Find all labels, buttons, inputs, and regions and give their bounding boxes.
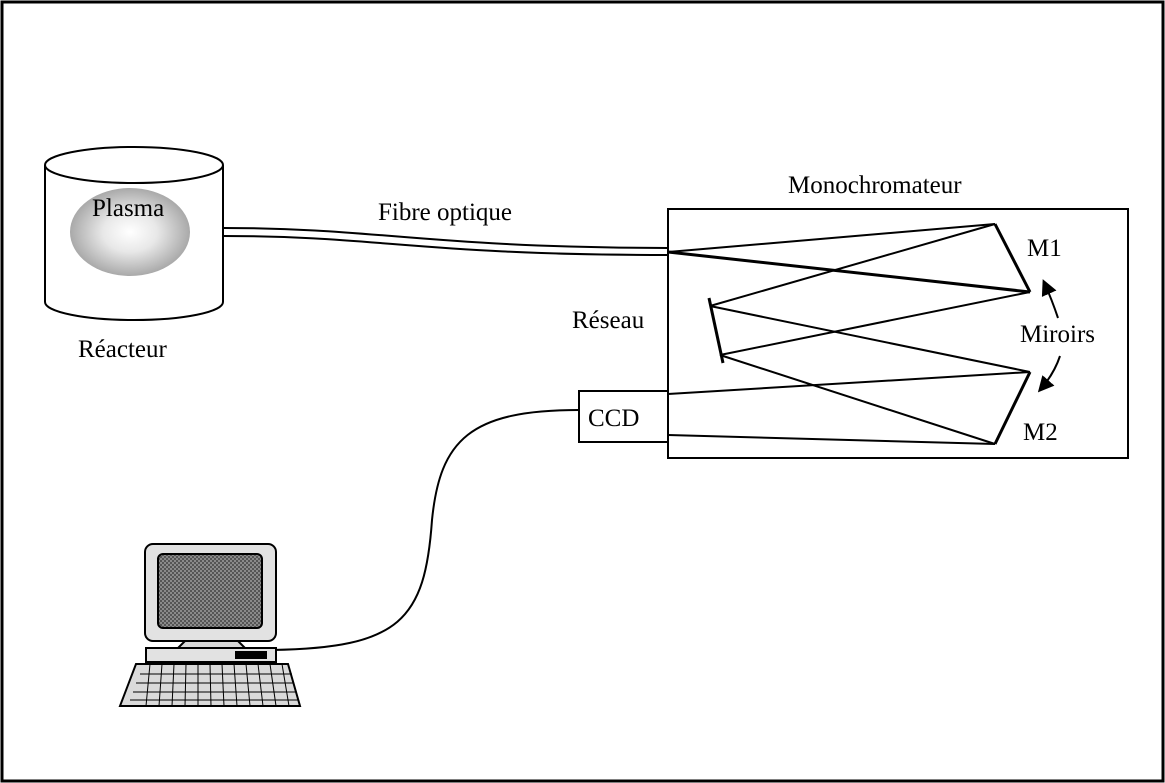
ccd-cable [271,409,580,651]
reactor [44,146,224,321]
monochromator-box [667,208,1129,459]
mirror-m2-label: M2 [1023,419,1058,446]
mirror-m1-label: M1 [1027,235,1062,262]
computer-icon [118,543,302,707]
reactor-label: Réacteur [78,336,168,363]
ccd-detector [578,390,669,443]
arrow-to-m2 [1037,355,1061,393]
ccd-label: CCD [588,405,639,432]
fiber-label: Fibre optique [378,199,512,226]
optical-fiber [222,227,669,256]
plasma-label: Plasma [92,195,164,222]
light-rays [667,223,1031,445]
mirrors-label: Miroirs [1020,321,1095,348]
mirror-m2 [993,371,1032,445]
grating-label: Réseau [572,307,645,334]
grating [707,297,725,364]
plasma-glow [70,188,190,276]
arrow-to-m1 [1041,279,1059,319]
mirror-m1 [993,223,1032,293]
monochromator-label: Monochromateur [788,172,962,199]
